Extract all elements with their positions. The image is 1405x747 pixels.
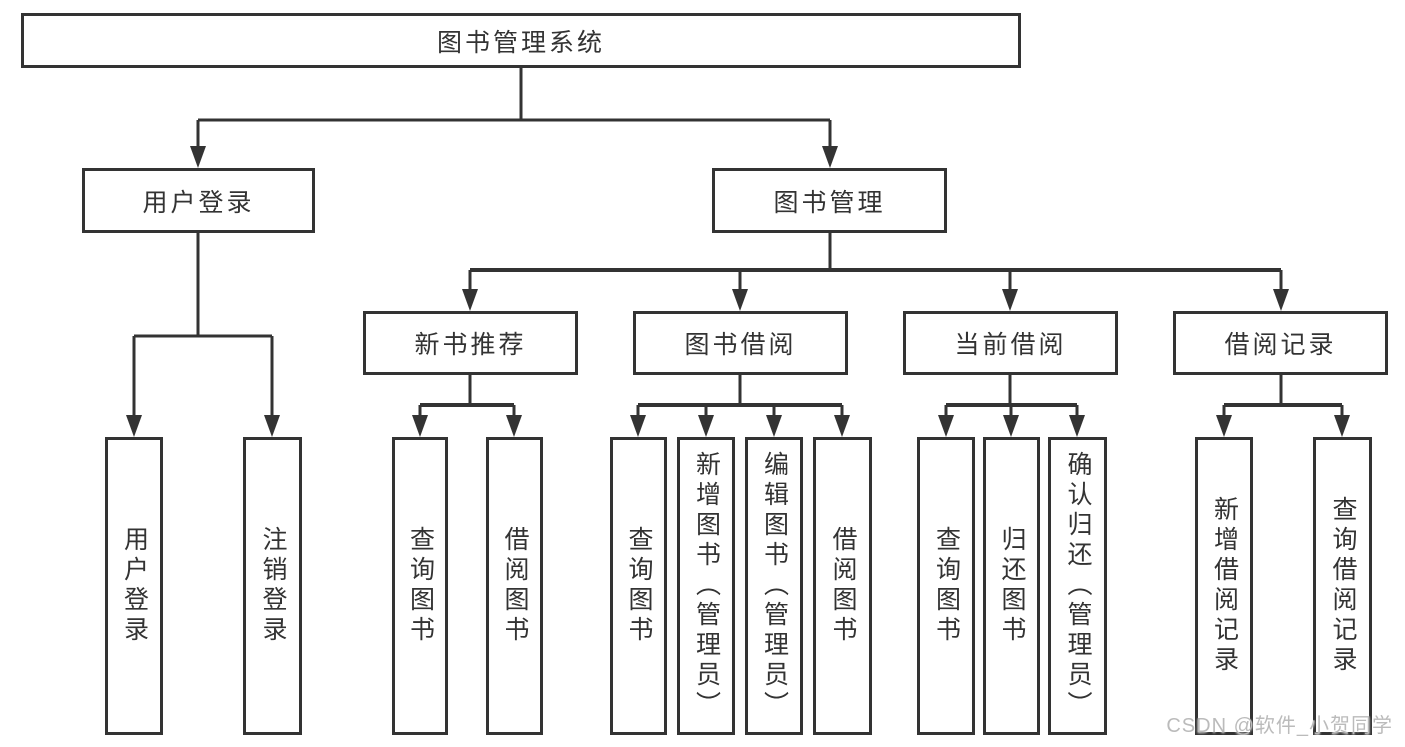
leaf-return-books-label: 归还图书 — [998, 526, 1026, 646]
node-current-borrowing-label: 当前借阅 — [954, 331, 1067, 359]
leaf-user-login: 用户登录 — [105, 437, 163, 735]
leaf-logout: 注销登录 — [243, 437, 302, 735]
node-book-management-label: 图书管理 — [773, 188, 886, 217]
node-user-login: 用户登录 — [82, 168, 315, 233]
node-new-book-recommend: 新书推荐 — [363, 311, 578, 375]
leaf-edit-books-admin: 编辑图书（管理员） — [745, 437, 803, 735]
leaf-edit-books-admin-label: 编辑图书（管理员） — [760, 451, 789, 721]
leaf-query-books-newbook: 查询图书 — [392, 437, 448, 735]
connector-borrow-record-to-leaves — [1216, 375, 1350, 437]
leaf-query-borrow-record-label: 查询借阅记录 — [1329, 496, 1357, 676]
leaf-add-borrow-record: 新增借阅记录 — [1195, 437, 1253, 735]
leaf-add-borrow-record-label: 新增借阅记录 — [1210, 496, 1239, 676]
leaf-borrow-books-label: 借阅图书 — [829, 526, 857, 646]
node-book-borrowing-label: 图书借阅 — [684, 331, 797, 359]
node-borrowing-records-label: 借阅记录 — [1224, 331, 1337, 359]
leaf-query-books-newbook-label: 查询图书 — [406, 526, 435, 646]
leaf-return-books: 归还图书 — [983, 437, 1040, 735]
leaf-query-borrow-record: 查询借阅记录 — [1313, 437, 1372, 735]
leaf-logout-label: 注销登录 — [259, 526, 287, 646]
leaf-query-books-current-label: 查询图书 — [932, 526, 961, 646]
leaf-add-books-admin-label: 新增图书（管理员） — [692, 451, 721, 721]
connector-book-mgmt-to-level3 — [462, 233, 1289, 311]
connector-root-to-level2 — [190, 68, 838, 168]
connector-new-book-to-leaves — [412, 375, 522, 437]
node-current-borrowing: 当前借阅 — [903, 311, 1118, 375]
node-user-login-label: 用户登录 — [142, 188, 255, 217]
connector-current-borrow-to-leaves — [938, 375, 1085, 437]
leaf-query-books-current: 查询图书 — [917, 437, 975, 735]
leaf-query-books-borrow-label: 查询图书 — [625, 526, 653, 646]
leaf-user-login-label: 用户登录 — [120, 526, 149, 646]
leaf-borrow-books-newbook-label: 借阅图书 — [501, 526, 529, 646]
node-root-system-label: 图书管理系统 — [436, 28, 605, 57]
node-root-system: 图书管理系统 — [21, 13, 1021, 68]
leaf-add-books-admin: 新增图书（管理员） — [677, 437, 735, 735]
leaf-query-books-borrow: 查询图书 — [610, 437, 667, 735]
node-new-book-recommend-label: 新书推荐 — [414, 331, 527, 359]
leaf-confirm-return-admin-label: 确认归还（管理员） — [1064, 451, 1092, 721]
csdn-watermark: CSDN @软件_小贺同学 — [1166, 715, 1393, 737]
connector-user-login-to-leaves — [126, 233, 280, 437]
node-book-borrowing: 图书借阅 — [633, 311, 848, 375]
leaf-borrow-books: 借阅图书 — [813, 437, 872, 735]
leaf-borrow-books-newbook: 借阅图书 — [486, 437, 543, 735]
node-book-management: 图书管理 — [712, 168, 947, 233]
leaf-confirm-return-admin: 确认归还（管理员） — [1048, 437, 1107, 735]
connector-book-borrow-to-leaves — [630, 375, 850, 437]
node-borrowing-records: 借阅记录 — [1173, 311, 1388, 375]
